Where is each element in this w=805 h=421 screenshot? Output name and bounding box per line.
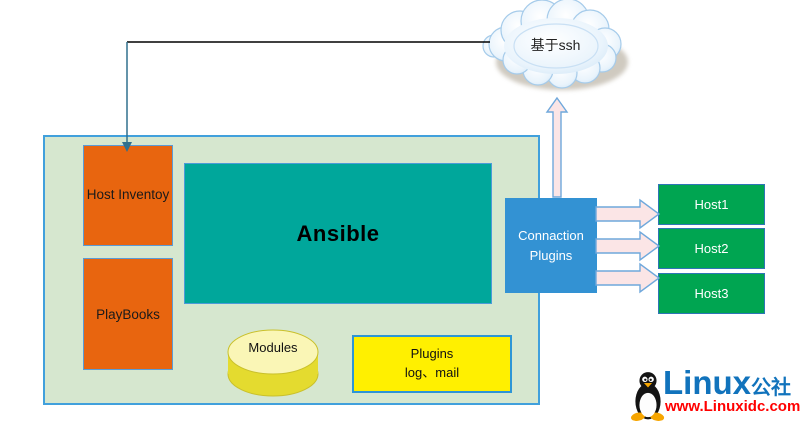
connection-plugins-label-line2: Plugins (529, 247, 573, 263)
brand-url: www.Linuxidc.com (665, 398, 801, 415)
host2-box: Host2 (658, 228, 765, 269)
plugins-box: Plugins log、mail (352, 335, 512, 393)
arrow-to-host3-icon (595, 262, 661, 294)
arrow-to-host2-icon (595, 230, 661, 262)
plugins-label-line1: Plugins (410, 346, 454, 362)
arrow-to-host1-icon (595, 198, 661, 230)
host3-box: Host3 (658, 273, 765, 314)
host-inventory-box: Host Inventoy (83, 145, 173, 246)
host1-label: Host1 (694, 197, 729, 212)
host-inventory-label: Host Inventoy (86, 187, 170, 203)
brand-suffix-text: 公社 (751, 377, 791, 399)
host2-label: Host2 (694, 241, 729, 256)
ansible-label: Ansible (296, 220, 380, 246)
host3-label: Host3 (694, 286, 729, 301)
connection-plugins-label-line1: Connaction (518, 228, 584, 243)
host1-box: Host1 (658, 184, 765, 225)
playbooks-label: PlayBooks (96, 306, 160, 322)
playbooks-box: PlayBooks (83, 258, 173, 370)
connection-plugins-box: Connaction Plugins (505, 198, 597, 293)
brand-text: Linux (663, 364, 751, 401)
plugins-label-line2: log、mail (404, 365, 460, 380)
linux-penguin-icon (631, 372, 665, 421)
ssh-up-arrow-icon (545, 96, 569, 198)
ansible-box: Ansible (184, 163, 492, 304)
ssh-cloud-label: 基于ssh (530, 37, 581, 53)
modules-label: Modules (248, 340, 298, 355)
